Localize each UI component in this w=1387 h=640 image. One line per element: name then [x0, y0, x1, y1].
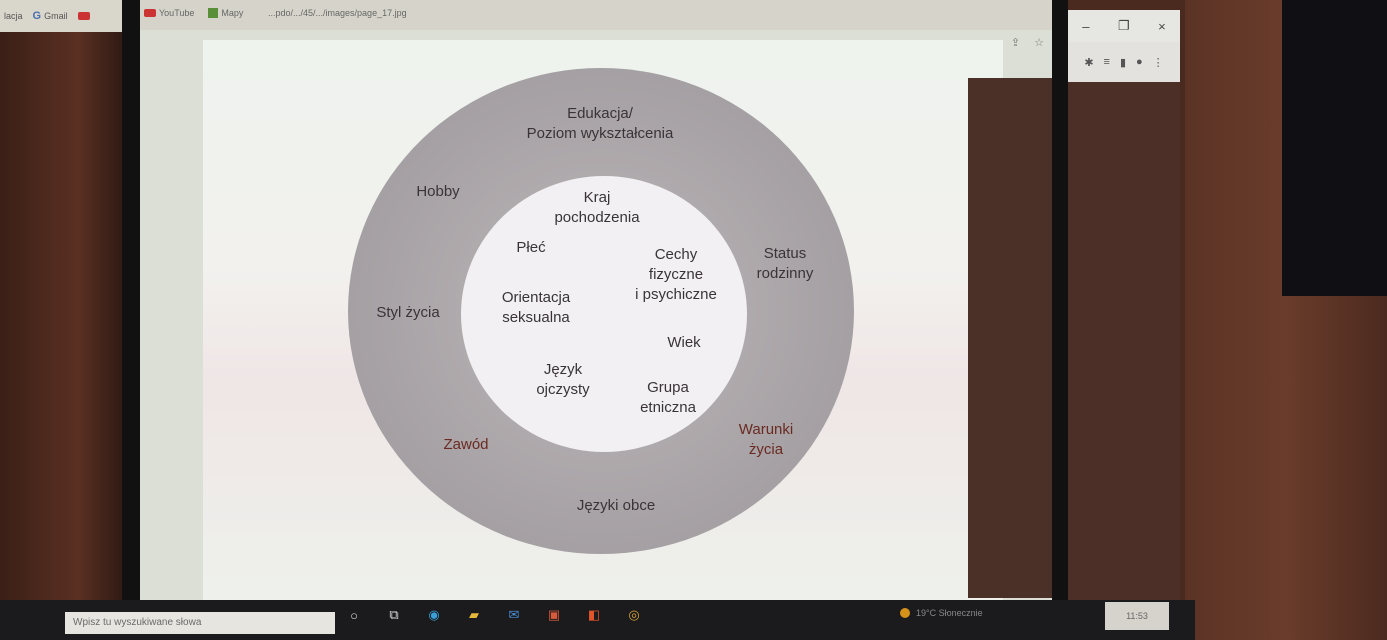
label-age: Wiek — [667, 334, 701, 351]
bookmark-gmail-label: Gmail — [44, 11, 68, 21]
dark-side-pane — [968, 78, 1058, 598]
taskbar-search-input[interactable]: Wpisz tu wyszukiwane słowa — [65, 612, 335, 634]
system-tray: 19°C Słonecznie — [900, 606, 1090, 620]
side-window-content — [1068, 82, 1180, 602]
mail-icon[interactable]: ✉ — [508, 607, 520, 622]
share-icon[interactable]: ⇪ — [1010, 37, 1021, 49]
label-ethnic-group: Grupa etniczna — [640, 379, 696, 416]
screen-frame-left — [122, 0, 140, 640]
label-profession: Zawód — [443, 436, 489, 453]
screen-frame-mid — [1052, 0, 1068, 640]
bookmark-youtube-label: YouTube — [159, 8, 195, 18]
weather-text: 19°C Słonecznie — [916, 608, 983, 618]
sidebar-icon[interactable]: ▮ — [1119, 56, 1127, 69]
browser-window: YouTube Mapy ...pdo/.../45/.../images/pa… — [138, 0, 1058, 612]
cortana-icon[interactable]: ○ — [350, 607, 358, 623]
file-explorer-icon[interactable]: ▰ — [469, 607, 479, 622]
restore-button[interactable]: ❐ — [1117, 18, 1130, 33]
youtube-icon — [144, 9, 156, 17]
extensions-icon[interactable]: ✱ — [1084, 56, 1094, 69]
bookmark-youtube[interactable] — [77, 12, 90, 20]
window-titlebar: – ❐ × — [1068, 10, 1180, 42]
inner-circle — [461, 176, 747, 452]
label-living-conditions: Warunki życia — [738, 421, 794, 458]
label-country-of-origin: Kraj pochodzenia — [554, 189, 640, 226]
office-icon[interactable]: ◧ — [587, 607, 601, 622]
bookmark-partial-label: lacja — [4, 11, 23, 21]
chrome-icon[interactable]: ◎ — [628, 607, 640, 622]
google-icon: G — [32, 10, 42, 22]
address-bar[interactable]: YouTube Mapy ...pdo/.../45/.../images/pa… — [138, 0, 1058, 30]
bookmark-youtube-2[interactable]: YouTube — [144, 8, 194, 18]
star-icon[interactable]: ☆ — [1034, 37, 1044, 49]
close-button[interactable]: × — [1158, 18, 1166, 34]
bookmarks-row: YouTube Mapy — [138, 8, 243, 18]
profile-icon[interactable]: ● — [1136, 56, 1143, 68]
room-wall-left — [0, 0, 130, 640]
browser-toolbar: ⇪ ☆ — [1011, 36, 1044, 49]
taskbar-clock[interactable]: 11:53 — [1105, 602, 1169, 630]
label-orientation: Orientacja seksualna — [501, 289, 571, 326]
edge-icon[interactable]: ◉ — [428, 607, 440, 622]
wall-tv — [1282, 0, 1387, 296]
bookmark-gmail[interactable]: G Gmail — [33, 10, 68, 22]
label-traits: Cechy fizyczne i psychiczne — [635, 246, 717, 303]
reading-list-icon[interactable]: ≡ — [1103, 56, 1110, 68]
label-family-status: Status rodzinny — [756, 245, 814, 282]
bookmark-maps[interactable]: Mapy — [208, 8, 243, 18]
label-hobby: Hobby — [416, 183, 460, 200]
label-lifestyle: Styl życia — [376, 304, 440, 321]
store-icon[interactable]: ▣ — [547, 607, 561, 622]
label-gender: Płeć — [516, 239, 546, 256]
address-url: ...pdo/.../45/.../images/page_17.jpg — [268, 8, 407, 18]
label-foreign-languages: Języki obce — [576, 497, 656, 514]
menu-icon[interactable]: ⋮ — [1152, 56, 1164, 69]
window-toolbar: ✱ ≡ ▮ ● ⋮ — [1068, 42, 1180, 82]
left-window-bookmarks: lacja G Gmail — [0, 0, 125, 32]
bookmark-maps-label: Mapy — [221, 8, 244, 18]
bookmark-partial[interactable]: lacja — [4, 11, 23, 21]
label-native-language: Język ojczysty — [536, 361, 590, 398]
weather-icon[interactable] — [900, 608, 910, 618]
task-view-icon[interactable]: ⧉ — [389, 607, 399, 622]
taskbar-icons: ○ ⧉ ◉ ▰ ✉ ▣ ◧ ◎ — [345, 606, 643, 624]
minimize-button[interactable]: – — [1082, 18, 1090, 34]
second-browser-window: – ❐ × ✱ ≡ ▮ ● ⋮ — [1068, 10, 1180, 622]
maps-icon — [208, 8, 219, 18]
youtube-icon — [77, 12, 90, 20]
label-education: Edukacja/ Poziom wykształcenia — [526, 105, 674, 142]
